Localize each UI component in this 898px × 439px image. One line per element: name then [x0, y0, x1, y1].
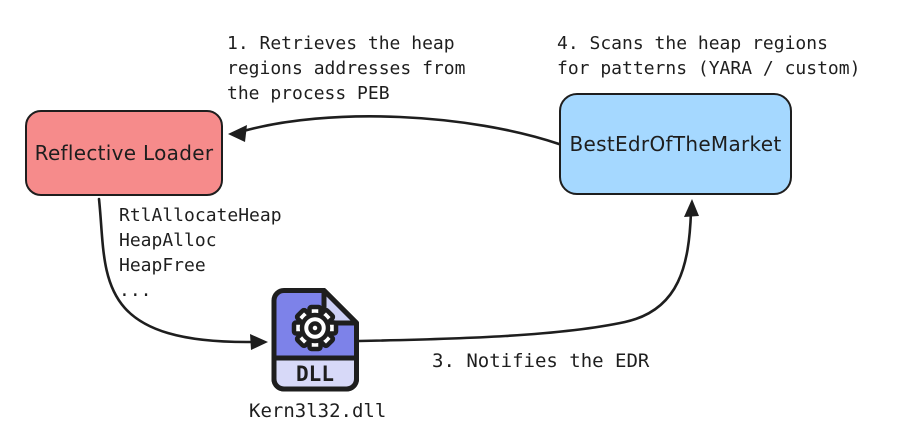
dll-badge-label: DLL	[296, 362, 334, 386]
dll-file-icon: DLL	[271, 288, 359, 392]
arrowhead-up-icon	[684, 199, 699, 217]
reflective-loader-label: Reflective Loader	[34, 141, 214, 165]
best-edr-node: BestEdrOfTheMarket	[559, 93, 792, 195]
arrowhead-left-icon	[228, 125, 247, 142]
best-edr-label: BestEdrOfTheMarket	[569, 132, 782, 156]
annotation-step1: 1. Retrieves the heap regions addresses …	[227, 33, 466, 104]
gear-icon	[291, 304, 339, 352]
arrowhead-right-icon	[250, 334, 268, 350]
annotation-step4: 4. Scans the heap regions for patterns (…	[557, 33, 861, 79]
reflective-loader-node: Reflective Loader	[25, 110, 223, 196]
dll-file-caption: Kern3l32.dll	[249, 400, 387, 422]
dll-file-band	[271, 355, 359, 392]
arrow-dll-to-edr	[357, 210, 693, 343]
annotation-hooked-apis: RtlAllocateHeap HeapAlloc HeapFree ...	[119, 205, 282, 301]
arrow-edr-to-loader	[238, 115, 561, 146]
annotation-step3: 3. Notifies the EDR	[432, 350, 650, 372]
